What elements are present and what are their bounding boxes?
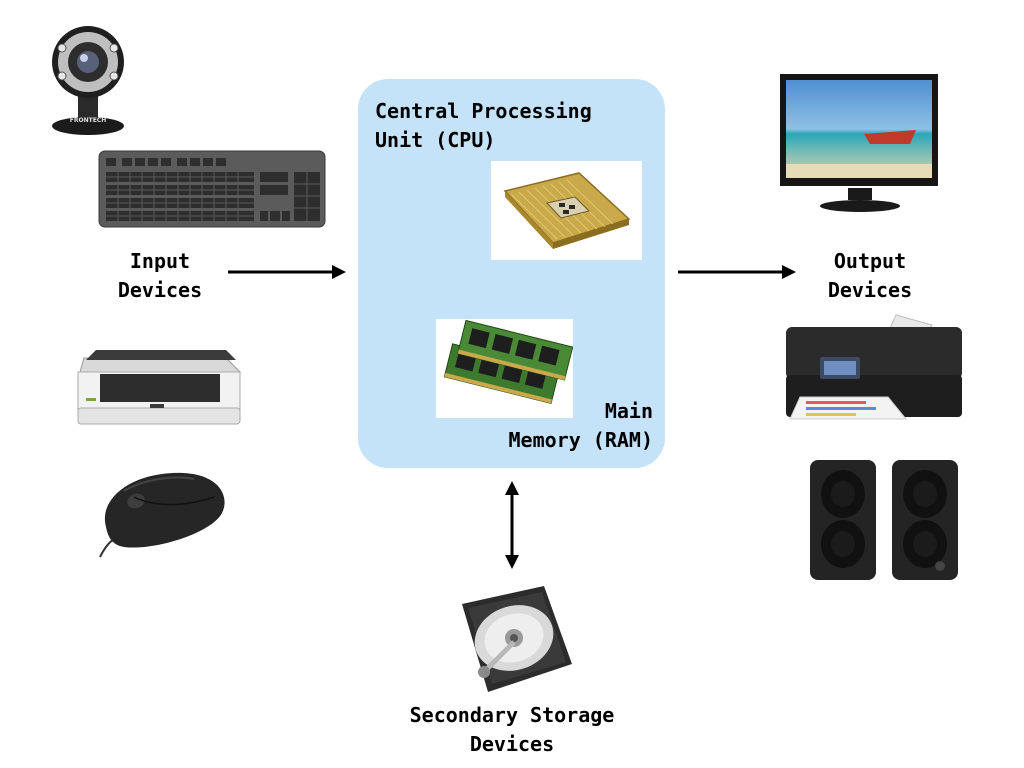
memory-storage-arrow xyxy=(505,481,519,569)
scanner-icon xyxy=(76,346,242,428)
ram-module-icon xyxy=(436,319,573,418)
cpu-chip-icon xyxy=(491,161,642,260)
hard-drive-icon xyxy=(452,584,574,694)
input-label-line-2: Devices xyxy=(117,278,203,302)
input-devices-label: Input Devices xyxy=(100,247,220,305)
speakers-icon xyxy=(808,458,960,584)
cpu-label-line-1: Central Processing xyxy=(375,99,592,123)
memory-label-line-2: Memory (RAM) xyxy=(508,428,654,452)
memory-label-line-1: Main xyxy=(604,399,653,423)
output-label-line-1: Output xyxy=(833,249,907,273)
output-label-line-2: Devices xyxy=(827,278,913,302)
keyboard-icon xyxy=(98,150,326,230)
cpu-to-output-arrow xyxy=(678,265,796,279)
memory-label: Main Memory (RAM) xyxy=(440,397,654,455)
storage-label-line-1: Secondary Storage xyxy=(409,703,615,727)
output-devices-label: Output Devices xyxy=(810,247,930,305)
mouse-icon xyxy=(94,467,230,563)
storage-label-line-2: Devices xyxy=(469,732,555,756)
monitor-icon xyxy=(778,72,940,214)
input-label-line-1: Input xyxy=(129,249,191,273)
cpu-label: Central Processing Unit (CPU) xyxy=(375,97,592,155)
svg-text:FRONTECH: FRONTECH xyxy=(70,117,106,124)
printer-icon xyxy=(776,313,968,425)
cpu-label-line-2: Unit (CPU) xyxy=(375,128,496,152)
webcam-icon: FRONTECH xyxy=(50,18,128,136)
storage-devices-label: Secondary Storage Devices xyxy=(362,701,662,759)
input-to-cpu-arrow xyxy=(228,265,346,279)
